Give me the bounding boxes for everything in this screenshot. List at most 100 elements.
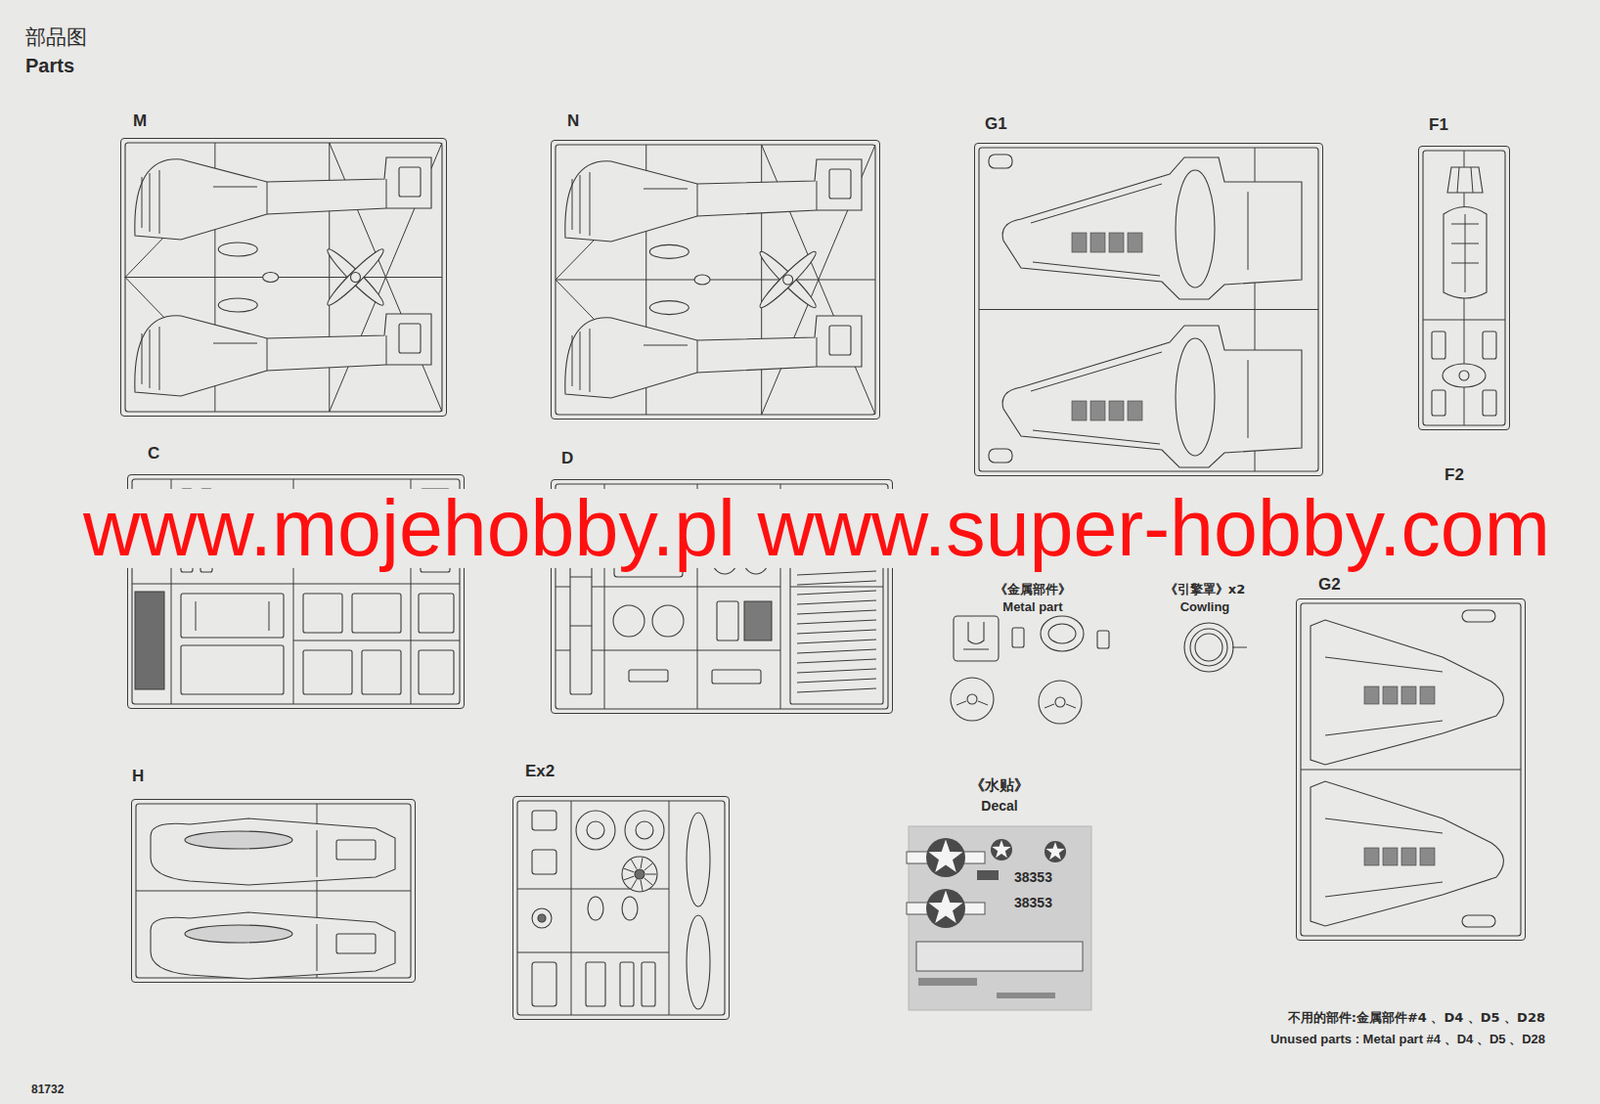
roundel-star [929, 890, 964, 924]
part-outline [555, 144, 876, 415]
part-outline [613, 605, 645, 637]
sprue-runner [386, 335, 388, 365]
panel-detail [1420, 847, 1435, 866]
part-outline [1190, 628, 1228, 667]
part-outline [303, 650, 353, 695]
sprue-runner [1325, 720, 1443, 736]
panel-detail [1401, 847, 1417, 866]
decal-mark [977, 870, 999, 881]
part-outline [570, 547, 592, 695]
part-outline [711, 669, 761, 684]
sprue-runner [589, 328, 591, 393]
part-outline [565, 315, 862, 399]
decal-serial: 38353 [1014, 869, 1053, 886]
part-outline [576, 810, 616, 850]
sprue-runner [1457, 167, 1460, 193]
part-outline [620, 962, 634, 1007]
part-outline [783, 274, 794, 285]
sprue-runner [956, 701, 967, 706]
part-outline [418, 593, 454, 633]
part-outline [150, 818, 396, 886]
panel-detail [1090, 232, 1106, 253]
sprue-runner [1247, 359, 1249, 439]
sprue-runner [797, 580, 877, 585]
part-outline [968, 622, 984, 645]
sprue-runner [149, 329, 151, 389]
panel-detail [1090, 400, 1106, 421]
part-outline [649, 244, 689, 259]
part-outline [1310, 620, 1504, 765]
sprue-runner [797, 649, 877, 654]
part-outline [352, 593, 401, 633]
sprue-runner [1030, 183, 1162, 223]
sprue-runner [159, 170, 161, 234]
sprue-runner [316, 830, 318, 878]
part-outline [1447, 167, 1483, 193]
sprue-runner [977, 701, 988, 706]
sprue-runner [668, 800, 670, 1016]
panel-detail [1420, 686, 1435, 705]
sprue-runner [797, 639, 877, 644]
roundel [990, 839, 1013, 861]
roundel [926, 838, 966, 878]
sprue-runner [697, 340, 699, 373]
decal-sheet [908, 826, 1092, 1011]
sprue-runner [816, 180, 818, 211]
sprue-runner [645, 874, 657, 876]
sprue-runner [978, 309, 1319, 311]
page-number: 81732 [31, 1083, 64, 1098]
part-outline [649, 301, 689, 315]
sprue-letter: H [132, 766, 144, 787]
group-heading: Metal part [1002, 600, 1063, 616]
sprue-runner [570, 577, 592, 578]
part-outline [1012, 627, 1024, 648]
sprue-runner [293, 640, 460, 642]
sprue-letter: G2 [1318, 575, 1341, 595]
panel-detail [1071, 232, 1087, 253]
sprue-runner [572, 178, 574, 230]
sprue-runner [195, 601, 197, 631]
sprue-runner [797, 629, 877, 634]
part-outline [1462, 915, 1496, 928]
part-outline [135, 803, 411, 978]
part-outline [978, 147, 1319, 472]
sprue-frame: G1 [974, 142, 1324, 477]
part-outline [1459, 370, 1469, 381]
sprue-frame: G2 [1295, 598, 1526, 941]
part-outline [744, 601, 772, 641]
panel-detail [1382, 847, 1398, 866]
part-outline [694, 274, 711, 285]
unused-note: Unused parts : Metal part #4 、D4 、D5 、D2… [1270, 1032, 1546, 1048]
sprue-runner [1470, 167, 1473, 193]
sprue-runner [1325, 882, 1443, 897]
part-outline [1431, 390, 1446, 416]
part-outline [180, 645, 284, 695]
part-outline [184, 925, 293, 943]
part-outline [1175, 170, 1215, 288]
part-outline [1055, 697, 1066, 708]
part-outline [134, 313, 432, 397]
sprue-runner [644, 863, 653, 871]
part-outline [350, 272, 360, 283]
decal-sheet: 《水贴》Decal3835338353 [908, 826, 1092, 1011]
part-outline [652, 605, 684, 637]
panel-detail [1382, 686, 1398, 705]
part-outline [829, 325, 851, 356]
sprue-runner [570, 625, 592, 627]
sprue-runner [797, 571, 877, 576]
roundel [926, 888, 966, 929]
part-outline [622, 896, 638, 921]
sprue-runner [1247, 191, 1249, 270]
sprue-runner [963, 649, 989, 651]
sprue-runner [790, 586, 884, 588]
part-outline [624, 810, 665, 850]
sprue-group [1422, 150, 1506, 426]
part-outline [361, 650, 401, 695]
part-outline [1300, 603, 1521, 936]
part-outline [125, 142, 443, 412]
part-outline [1175, 338, 1215, 456]
sprue-runner [797, 659, 877, 664]
part-outline [418, 650, 454, 695]
sprue-letter: M [133, 111, 147, 132]
sprue-frame: Ex2 [512, 796, 730, 1021]
